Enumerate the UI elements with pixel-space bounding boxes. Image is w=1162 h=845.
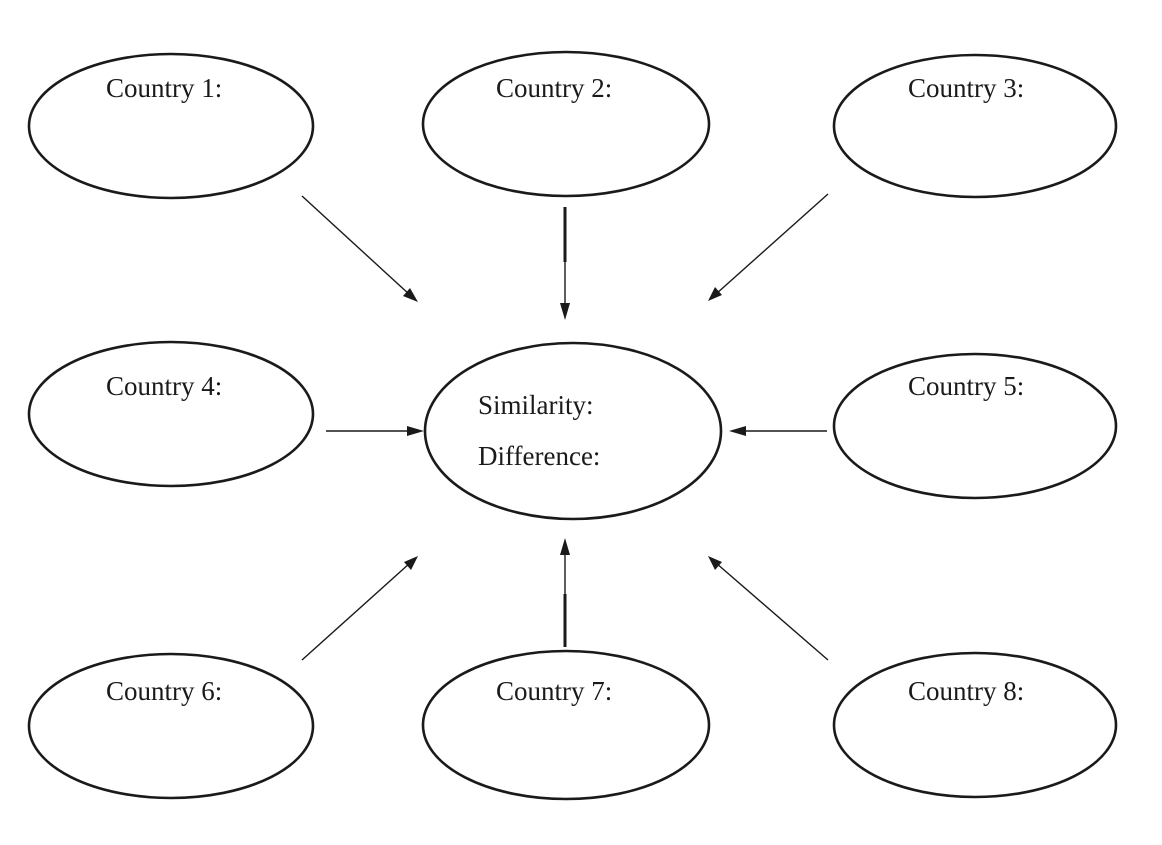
country-node-6: Country 6: xyxy=(27,652,315,800)
country-node-8: Country 8: xyxy=(832,651,1118,799)
country-label: Country 8: xyxy=(908,676,1024,706)
country-label: Country 5: xyxy=(908,371,1024,401)
node-ellipse xyxy=(27,652,315,800)
country-label: Country 4: xyxy=(106,371,222,401)
arrow-country-2-to-center xyxy=(560,207,570,320)
country-node-1: Country 1: xyxy=(27,52,315,200)
country-node-2: Country 2: xyxy=(421,50,711,198)
arrow-country-8-to-center xyxy=(708,556,829,661)
country-node-7: Country 7: xyxy=(421,649,711,801)
similarity-label: Similarity: xyxy=(478,390,594,420)
arrow-country-7-to-center xyxy=(560,538,570,647)
country-label: Country 7: xyxy=(496,676,612,706)
node-ellipse xyxy=(832,53,1118,199)
node-ellipse xyxy=(27,340,315,488)
arrow-country-1-to-center xyxy=(301,195,418,302)
difference-label: Difference: xyxy=(478,441,600,471)
arrow-country-6-to-center xyxy=(301,556,418,661)
country-node-3: Country 3: xyxy=(832,53,1118,199)
country-label: Country 1: xyxy=(106,73,222,103)
country-node-5: Country 5: xyxy=(832,352,1118,500)
country-label: Country 3: xyxy=(908,73,1024,103)
country-label: Country 6: xyxy=(106,676,222,706)
node-ellipse xyxy=(832,651,1118,799)
arrows xyxy=(301,193,829,661)
arrow-country-3-to-center xyxy=(708,193,829,301)
country-node-4: Country 4: xyxy=(27,340,315,488)
arrow-country-4-to-center xyxy=(326,426,424,436)
arrow-country-5-to-center xyxy=(729,426,827,436)
node-ellipse xyxy=(832,352,1118,500)
node-ellipse xyxy=(421,649,711,801)
center-node: Similarity: Difference: xyxy=(423,341,723,521)
center-ellipse xyxy=(423,341,723,521)
node-ellipse xyxy=(27,52,315,200)
country-label: Country 2: xyxy=(496,73,612,103)
node-ellipse xyxy=(421,50,711,198)
